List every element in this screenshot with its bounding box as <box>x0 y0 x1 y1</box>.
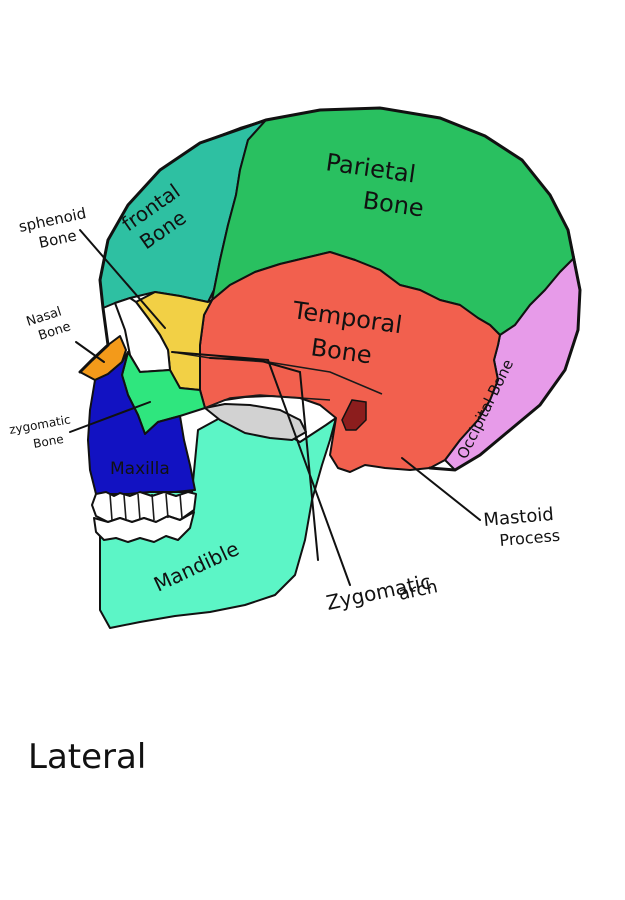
temporal-bone-region <box>199 251 501 473</box>
maxilla-label: Maxilla <box>110 459 170 479</box>
ear-canal-region <box>341 399 367 431</box>
mastoid-leader <box>401 457 481 521</box>
sphenoid-leader <box>79 229 166 329</box>
mastoid-label-2: Process <box>499 526 561 550</box>
view-label: Lateral <box>28 737 146 777</box>
skull-outline <box>78 106 582 472</box>
zygomatic-bone-leader <box>69 401 151 433</box>
leader-lines <box>69 229 481 586</box>
zygomatic-arch-leader <box>171 351 351 586</box>
orbit-region <box>114 297 171 373</box>
nasal-leader <box>75 341 105 363</box>
maxilla-region <box>87 351 196 495</box>
zygomatic-bone-label-2: Bone <box>32 432 65 451</box>
teeth-region <box>91 491 197 543</box>
